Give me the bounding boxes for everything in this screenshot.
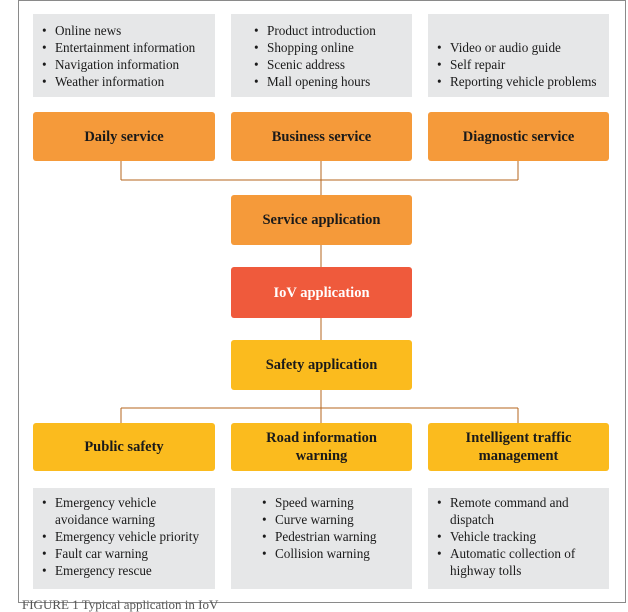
service-application-box: Service application — [231, 195, 412, 245]
list-item: Speed warning — [262, 494, 412, 511]
intelligent-traffic-management-label: Intelligent traffic management — [465, 430, 572, 464]
road-information-warning-list: Speed warning Curve warning Pedestrian w… — [231, 488, 412, 589]
list-item: Automatic collection of highway tolls — [437, 545, 605, 579]
list-item: Vehicle tracking — [437, 528, 605, 545]
public-safety-box: Public safety — [33, 423, 215, 471]
list-item: Mall opening hours — [254, 73, 412, 90]
service-application-label: Service application — [262, 212, 381, 228]
business-service-list: Product introduction Shopping online Sce… — [231, 14, 412, 97]
diagnostic-service-box: Diagnostic service — [428, 112, 609, 161]
iov-application-label: IoV application — [273, 284, 370, 301]
figure-caption: FIGURE 1 Typical application in IoV — [22, 597, 219, 612]
list-item: Entertainment information — [42, 39, 215, 56]
business-service-box: Business service — [231, 112, 412, 161]
diagram-frame — [18, 0, 626, 603]
road-information-warning-label: Road information warning — [266, 430, 377, 464]
list-item: Shopping online — [254, 39, 412, 56]
list-item: Emergency vehicle priority — [42, 528, 211, 545]
list-item: Curve warning — [262, 511, 412, 528]
list-item: Weather information — [42, 73, 215, 90]
list-item: Emergency vehicle avoidance warning — [42, 494, 211, 528]
list-item: Online news — [42, 22, 215, 39]
list-item: Scenic address — [254, 56, 412, 73]
list-item: Collision warning — [262, 545, 412, 562]
list-item: Emergency rescue — [42, 562, 211, 579]
diagnostic-service-label: Diagnostic service — [462, 128, 575, 145]
intelligent-traffic-management-box: Intelligent traffic management — [428, 423, 609, 471]
daily-service-list: Online news Entertainment information Na… — [33, 14, 215, 97]
list-item: Self repair — [437, 56, 609, 73]
public-safety-label: Public safety — [84, 439, 164, 455]
road-information-warning-box: Road information warning — [231, 423, 412, 471]
daily-service-label: Daily service — [84, 128, 164, 145]
list-item: Pedestrian warning — [262, 528, 412, 545]
intelligent-traffic-management-list: Remote command and dispatch Vehicle trac… — [428, 488, 609, 589]
list-item: Remote command and dispatch — [437, 494, 605, 528]
list-item: Reporting vehicle problems — [437, 73, 609, 90]
safety-application-label: Safety application — [265, 357, 378, 373]
list-item: Navigation information — [42, 56, 215, 73]
iov-application-box: IoV application — [231, 267, 412, 318]
safety-application-box: Safety application — [231, 340, 412, 390]
business-service-label: Business service — [271, 128, 372, 145]
diagnostic-service-list: Video or audio guide Self repair Reporti… — [428, 14, 609, 97]
list-item: Fault car warning — [42, 545, 211, 562]
list-item: Product introduction — [254, 22, 412, 39]
public-safety-list: Emergency vehicle avoidance warning Emer… — [33, 488, 215, 589]
list-item: Video or audio guide — [437, 39, 609, 56]
daily-service-box: Daily service — [33, 112, 215, 161]
